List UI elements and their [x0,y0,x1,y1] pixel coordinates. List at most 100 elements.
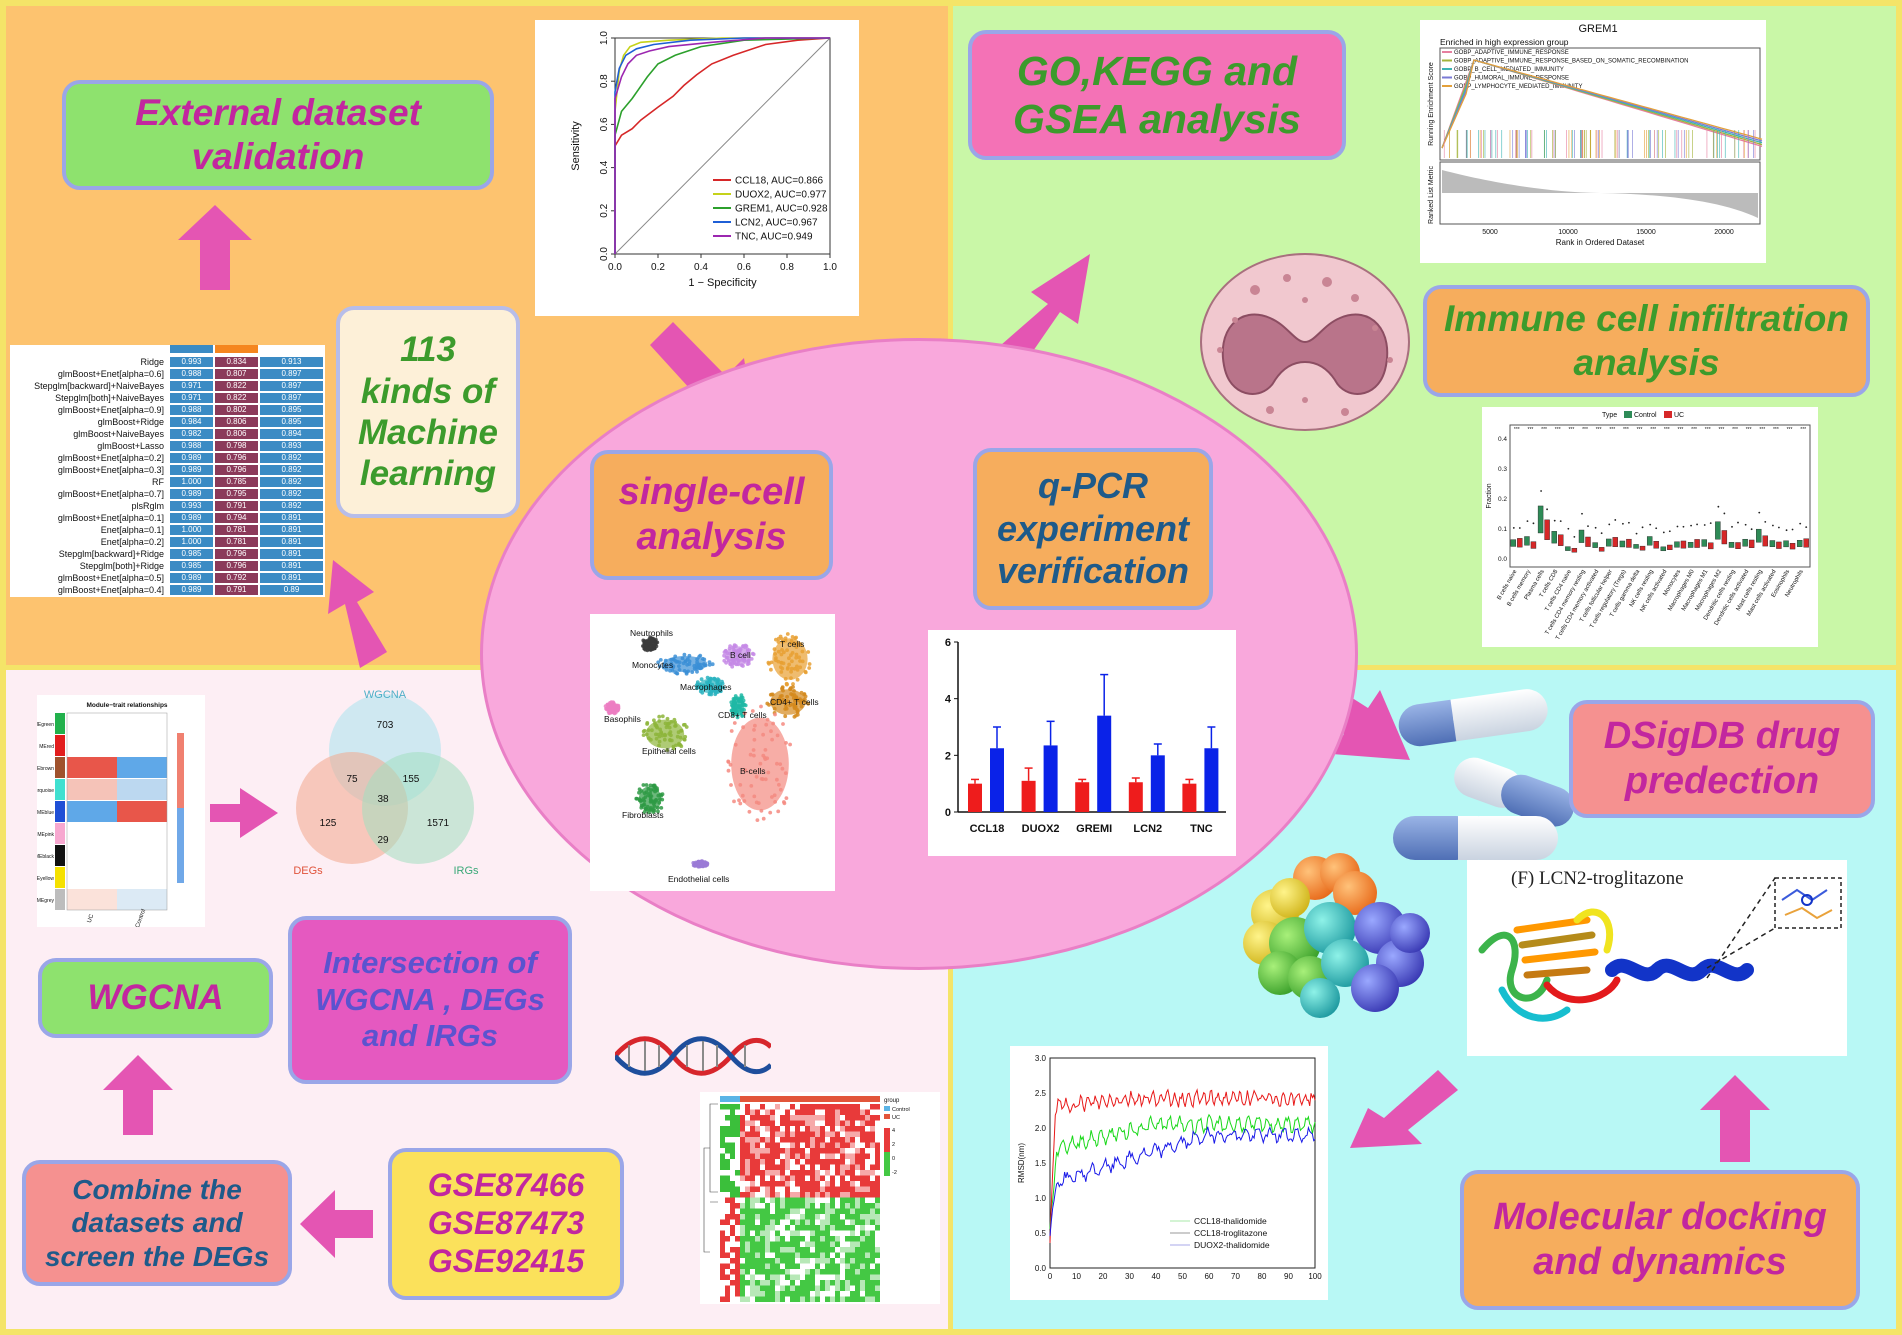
deg-heatmap-cell [835,1164,840,1170]
deg-heatmap-cell [855,1258,860,1264]
deg-heatmap-cell [805,1109,810,1115]
deg-heatmap-cell [730,1186,735,1192]
deg-heatmap-cell [825,1236,830,1242]
immune-significance: *** [1541,427,1547,433]
deg-heatmap-cell [765,1291,770,1297]
immune-outlier [1649,523,1652,526]
wgcna-module-color [55,757,65,778]
deg-heatmap-cell [760,1269,765,1275]
deg-heatmap-cell [825,1186,830,1192]
deg-heatmap-cell [745,1142,750,1148]
deg-heatmap-cell [775,1120,780,1126]
deg-heatmap-cell [735,1159,740,1165]
immune-box-control [1701,539,1707,547]
capsule-bottom [1393,816,1558,860]
deg-heatmap-cell [820,1137,825,1143]
deg-heatmap-cell [765,1142,770,1148]
umap-cell-point [783,714,788,719]
deg-heatmap-cell [845,1230,850,1236]
deg-heatmap-cell [760,1252,765,1258]
ml-model-name: Enet[alpha=0.1] [100,525,164,535]
ml-score-cell: 0.989 [170,453,213,463]
deg-heatmap-cell [785,1153,790,1159]
immune-y-tick-label: 0.2 [1498,496,1507,503]
wgcna-module-label: MEblue [37,810,54,816]
capsule-top [1398,689,1548,747]
deg-heatmap-cell [840,1148,845,1154]
deg-heatmap-cell [810,1192,815,1198]
deg-heatmap-cell [825,1274,830,1280]
deg-heatmap-cell [870,1252,875,1258]
deg-heatmap-cell [870,1120,875,1126]
deg-heatmap-cell [825,1104,830,1110]
deg-heatmap-cell [770,1104,775,1110]
gse-datasets-label: GSE87466 GSE87473 GSE92415 [388,1148,624,1300]
umap-cluster-label: B cell [730,650,751,660]
deg-heatmap-cell [765,1126,770,1132]
deg-heatmap-cell [800,1175,805,1181]
deg-heatmap-cell [770,1269,775,1275]
qpcr-category-label: TNC [1190,823,1213,835]
deg-heatmap-cell [860,1214,865,1220]
deg-heatmap-cell [735,1181,740,1187]
deg-heatmap-cell [865,1247,870,1253]
molecular-docking-label: Molecular docking and dynamics [1460,1170,1860,1310]
deg-heatmap-cell [725,1126,730,1132]
umap-cell-point [634,796,639,801]
deg-heatmap-cell [775,1164,780,1170]
deg-heatmap-cell [860,1148,865,1154]
wgcna-module-label: MEyellow [37,876,54,882]
umap-cell-point [720,679,724,684]
arrow-up-wgcna [103,1055,173,1135]
deg-heatmap-cell [735,1170,740,1176]
deg-heatmap-cell [815,1153,820,1159]
deg-heatmap-cell [860,1120,865,1126]
deg-heatmap-cell [785,1219,790,1225]
deg-heatmap-cell [785,1208,790,1214]
deg-heatmap-cell [800,1274,805,1280]
immune-box-control [1537,505,1544,534]
deg-heatmap-cell [830,1186,835,1192]
deg-heatmap-cell [830,1148,835,1154]
deg-heatmap-cell [820,1170,825,1176]
ml-model-name: plsRglm [131,501,164,511]
deg-heatmap-cell [825,1153,830,1159]
deg-heatmap-cell [770,1197,775,1203]
deg-heatmap-cell [800,1120,805,1126]
roc-legend-entry: LCN2, AUC=0.967 [735,218,818,229]
deg-heatmap-cell [740,1214,745,1220]
roc-y-tick-label: 0.6 [599,117,610,131]
deg-heatmap-cell [800,1186,805,1192]
deg-heatmap-cell [775,1197,780,1203]
wgcna-module-label: MEgrey [37,898,54,904]
deg-heatmap-cell [780,1263,785,1269]
deg-heatmap-cell [800,1159,805,1165]
deg-heatmap-cell [840,1291,845,1297]
deg-heatmap-cell [840,1104,845,1110]
umap-cluster-core [643,638,657,650]
deg-heatmap-cell [860,1131,865,1137]
dna-icon [615,1036,771,1076]
deg-heatmap-cell [820,1214,825,1220]
roc-y-tick-label: 1.0 [599,31,610,45]
deg-heatmap-cell [780,1148,785,1154]
immune-box-control [1619,540,1626,548]
qpcr-category-label: DUOX2 [1022,823,1060,835]
immune-outlier [1785,529,1788,532]
gsea-top-frame [1439,47,1761,161]
deg-heatmap-cell [775,1208,780,1214]
deg-heatmap-cell [830,1104,835,1110]
deg-heatmap-cell [780,1291,785,1297]
deg-heatmap-cell [770,1296,775,1302]
deg-heatmap-cell [795,1131,800,1137]
rmsd-x-tick-label: 30 [1125,1272,1134,1281]
deg-heatmap-cell [725,1109,730,1115]
deg-heatmap-cell [735,1203,740,1209]
deg-heatmap-cell [770,1159,775,1165]
deg-heatmap-cell [820,1247,825,1253]
deg-heatmap-cell [725,1148,730,1154]
deg-heatmap-cell [795,1241,800,1247]
deg-heatmap-cell [805,1203,810,1209]
